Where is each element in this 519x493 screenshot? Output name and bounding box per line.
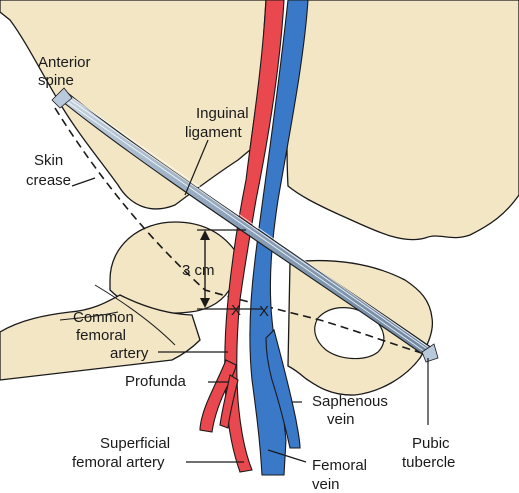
leader-skin-crease <box>72 178 95 186</box>
label-profunda: Profunda <box>125 373 187 390</box>
mark-x-right: X <box>259 303 269 320</box>
label-measurement: 3 cm <box>182 262 215 279</box>
label-superficial-femoral-artery: Superficial femoral artery <box>72 435 174 471</box>
label-saphenous-vein: Saphenous vein <box>312 393 392 428</box>
label-skin-crease: Skin crease <box>26 152 71 189</box>
pubic-bone <box>287 0 519 240</box>
label-pubic-tubercle: Pubic tubercle <box>402 435 455 471</box>
label-femoral-vein: Femoral vein <box>312 457 371 493</box>
mark-x-left: X <box>231 302 241 319</box>
